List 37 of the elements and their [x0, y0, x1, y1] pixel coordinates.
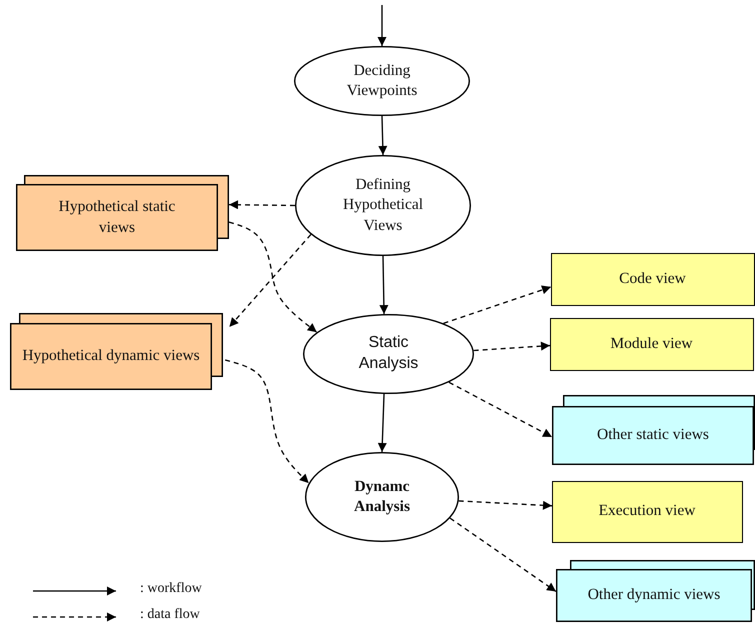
dashed-arrow — [448, 382, 552, 438]
process-ellipse — [294, 46, 470, 116]
dashed-arrow — [450, 518, 556, 592]
process-ellipse — [305, 452, 459, 542]
view-box — [551, 253, 755, 306]
process-ellipse — [303, 314, 474, 394]
legend-label: : workflow — [140, 581, 202, 597]
arrow — [379, 256, 388, 314]
dashed-arrow — [228, 222, 318, 333]
arrow — [378, 394, 387, 452]
process-ellipse — [295, 155, 471, 256]
node-label: Hypothetical static views — [58, 197, 176, 238]
node-label: Dynamc Analysis — [353, 476, 411, 517]
stacked-view-box — [16, 175, 229, 251]
node-label: Static Analysis — [358, 333, 420, 374]
dashed-arrow — [458, 500, 552, 510]
node-label: Code view — [619, 268, 686, 289]
node-label: Other dynamic views — [588, 585, 720, 606]
stacked-view-box — [556, 560, 755, 623]
view-box — [550, 318, 754, 371]
view-box — [552, 481, 743, 543]
arrow — [378, 5, 386, 46]
arrow — [378, 116, 388, 156]
dashed-arrow — [229, 200, 295, 210]
dashed-arrow — [228, 234, 312, 328]
legend-label: : data flow — [140, 607, 200, 623]
node-label: Defining Hypothetical Views — [342, 175, 424, 236]
node-label: Execution view — [598, 501, 696, 522]
dashed-arrow — [474, 342, 550, 352]
node-label: Module view — [610, 334, 693, 354]
stacked-view-box — [552, 395, 755, 465]
stacked-view-box — [10, 313, 223, 390]
node-label: Other static views — [597, 425, 709, 446]
node-label: Deciding Viewpoints — [346, 60, 418, 101]
dashed-arrow — [224, 359, 310, 484]
node-label: Hypothetical dynamic views — [22, 346, 200, 366]
dashed-arrow — [443, 286, 552, 324]
